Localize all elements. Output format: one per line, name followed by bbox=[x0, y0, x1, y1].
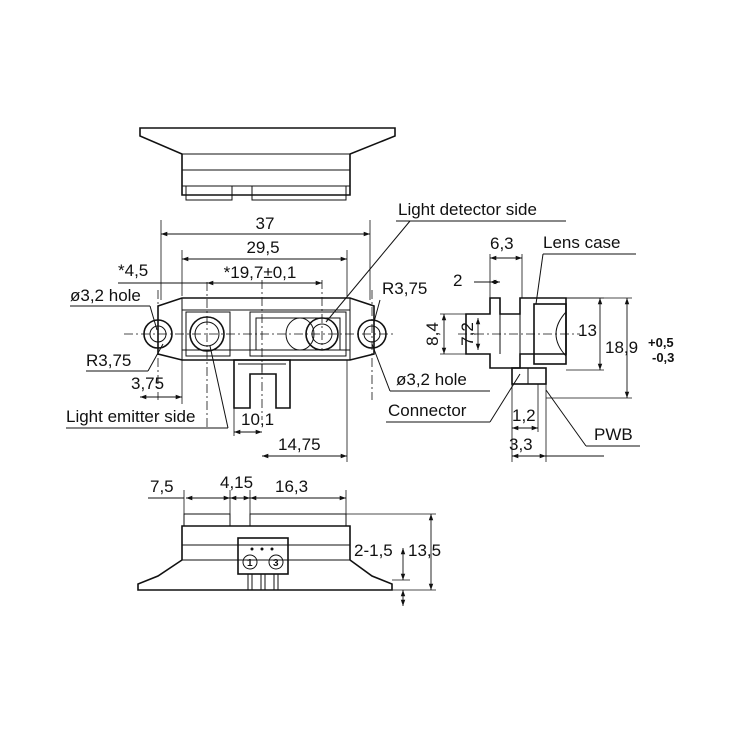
dim-connector-to-edge: 14,75 bbox=[278, 435, 321, 454]
dim-emitter-offset: *4,5 bbox=[118, 261, 148, 280]
bottom-dimensions: 7,5 4,15 16,3 2-1,5 13,5 bbox=[148, 473, 441, 606]
dim-hole-to-edge: 3,75 bbox=[131, 374, 164, 393]
dim-overall-width: 37 bbox=[256, 214, 275, 233]
dim-lens-case-height: 13 bbox=[578, 321, 597, 340]
dim-connector-offset: 10,1 bbox=[241, 410, 274, 429]
label-radius-left: R3,75 bbox=[86, 351, 131, 370]
connector bbox=[233, 359, 291, 409]
pwb bbox=[511, 367, 547, 385]
dim-depth-total: 13,5 bbox=[408, 541, 441, 560]
dim-pwb-thickness: 1,2 bbox=[512, 406, 536, 425]
label-light-detector-side: Light detector side bbox=[398, 200, 537, 219]
label-pwb: PWB bbox=[594, 425, 633, 444]
pin-3: 3 bbox=[273, 558, 279, 569]
dim-thickness: 6,3 bbox=[490, 234, 514, 253]
dim-tol-plus: +0,5 bbox=[648, 335, 674, 350]
pin-1: 1 bbox=[247, 558, 253, 569]
dim-hole-pitch: 29,5 bbox=[246, 238, 279, 257]
dim-bottom-right: 16,3 bbox=[275, 477, 308, 496]
front-view bbox=[124, 280, 396, 430]
dim-lens-height-a: 8,4 bbox=[423, 322, 442, 346]
dim-flange: 2 bbox=[453, 271, 462, 290]
dim-tol-minus: -0,3 bbox=[652, 350, 674, 365]
dim-pwb-offset: 3,3 bbox=[509, 435, 533, 454]
side-dimensions: 6,3 2 Lens case 8,4 7,2 13 18,9 +0,5 -0,… bbox=[423, 233, 674, 462]
dim-depth-small: 2-1,5 bbox=[354, 541, 393, 560]
dim-bottom-left: 7,5 bbox=[150, 477, 174, 496]
label-hole-right: ø3,2 hole bbox=[396, 370, 467, 389]
label-lens-case: Lens case bbox=[543, 233, 621, 252]
label-radius-right: R3,75 bbox=[382, 279, 427, 298]
top-view bbox=[139, 127, 396, 201]
label-light-emitter-side: Light emitter side bbox=[66, 407, 195, 426]
dim-lens-pitch: *19,7±0,1 bbox=[224, 263, 297, 282]
dim-overall-height: 18,9 bbox=[605, 338, 638, 357]
label-hole-left: ø3,2 hole bbox=[70, 286, 141, 305]
dim-bottom-gap: 4,15 bbox=[220, 473, 253, 492]
dim-lens-height-b: 7,2 bbox=[458, 322, 477, 346]
bottom-view: 1 3 bbox=[137, 513, 393, 591]
front-dimensions: 37 29,5 *19,7±0,1 *4,5 ø3,2 hole R3,75 3… bbox=[66, 200, 566, 462]
label-connector: Connector bbox=[388, 401, 467, 420]
